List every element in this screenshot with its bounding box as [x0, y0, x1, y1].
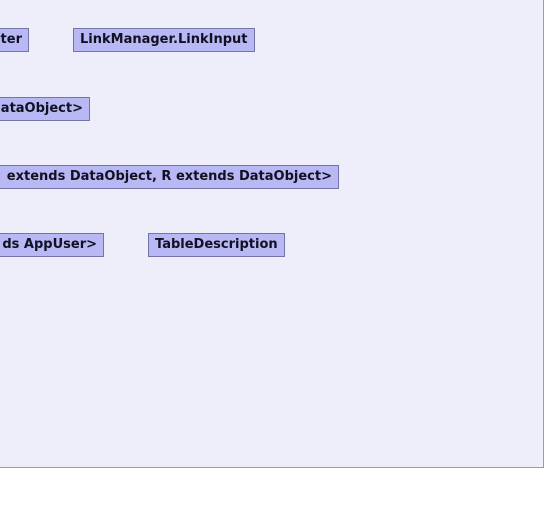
class-node-truncated-generic-dataobject[interactable]: extends DataObject, R extends DataObject…: [0, 165, 339, 189]
class-node-truncated-ter[interactable]: ter: [0, 28, 29, 52]
class-node-truncated-dataobject[interactable]: ataObject>: [0, 97, 90, 121]
class-node-linkmanager-linkinput[interactable]: LinkManager.LinkInput: [73, 28, 255, 52]
class-node-truncated-appuser[interactable]: ds AppUser>: [0, 233, 104, 257]
class-node-tabledescription[interactable]: TableDescription: [148, 233, 285, 257]
